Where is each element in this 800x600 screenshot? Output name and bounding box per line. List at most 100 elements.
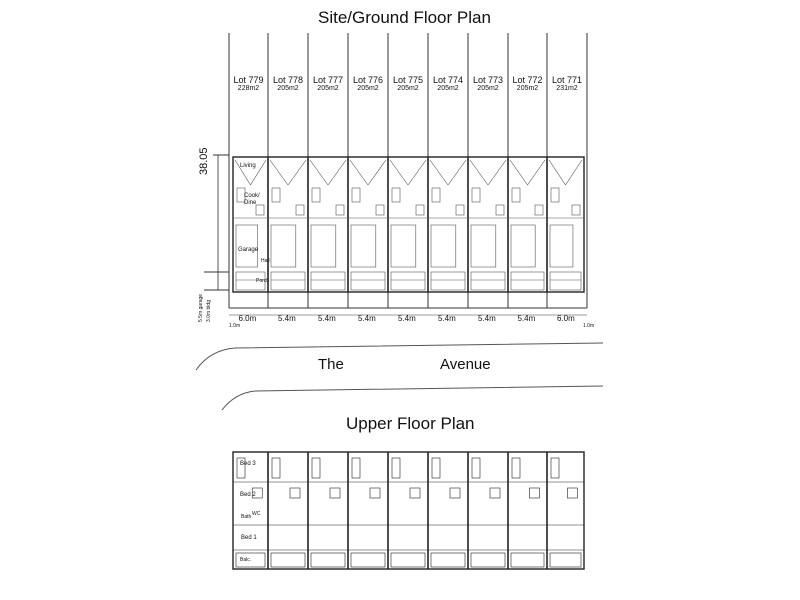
site-plan-title: Site/Ground Floor Plan [318, 8, 491, 27]
garage-setback-label: 5.5m garage [198, 293, 204, 322]
balcony [470, 552, 506, 568]
kitchen-bench [495, 204, 505, 216]
lot-name: Lot 773 [472, 75, 504, 85]
bath-fixture [409, 487, 421, 499]
balcony [430, 552, 466, 568]
bath-fixture [251, 487, 263, 499]
right-setback-label: 1.0m [583, 323, 595, 329]
garage [270, 224, 297, 268]
roof-line [269, 159, 289, 186]
lot-area: 205m2 [477, 85, 499, 92]
lot-name: Lot 774 [432, 75, 464, 85]
lot-name: Lot 772 [512, 75, 543, 85]
roof-line [469, 159, 489, 186]
garage [470, 224, 497, 268]
site-depth-label: 38.05 [198, 147, 210, 175]
lot-name: Lot 778 [272, 75, 304, 85]
garage [430, 224, 457, 268]
street-name-avenue: Avenue [440, 356, 491, 373]
roof-line [349, 159, 369, 186]
garage [510, 224, 536, 268]
upper-stair [471, 457, 481, 479]
bath-fixture [369, 487, 381, 499]
porch [510, 271, 545, 291]
roof-line [548, 159, 566, 186]
room-bath: Bath [241, 514, 252, 520]
porch [350, 271, 386, 291]
upper-stair [236, 457, 246, 479]
porch [549, 271, 582, 291]
lot-area: 231m2 [556, 85, 578, 92]
lot-width: 5.4m [438, 314, 456, 323]
room-bed1: Bed 1 [241, 535, 257, 541]
roof-line [367, 159, 387, 186]
balcony [390, 552, 426, 568]
roof-line [389, 159, 409, 186]
lot-width: 5.4m [318, 314, 336, 323]
garage [235, 224, 259, 268]
kitchen-bench [335, 204, 345, 216]
kitchen-bench [534, 204, 544, 216]
stair [351, 187, 361, 203]
stair [511, 187, 521, 203]
bath-fixture [329, 487, 341, 499]
porch [270, 271, 306, 291]
room-garage: Garage [238, 247, 259, 253]
balcony [310, 552, 346, 568]
kitchen-bench [415, 204, 425, 216]
room-bed2: Bed 2 [240, 492, 256, 498]
lot-width: 6.0m [238, 314, 257, 323]
room-balcony: Balc. [240, 557, 252, 563]
garage [310, 224, 337, 268]
lot-width: 5.4m [517, 314, 536, 323]
kitchen-bench [375, 204, 385, 216]
room-hall: Hall [261, 258, 270, 264]
lot-area: 205m2 [357, 85, 379, 92]
roof-line [487, 159, 507, 186]
roof-line [234, 159, 251, 186]
porch [470, 271, 506, 291]
garage [549, 224, 574, 268]
stair [271, 187, 281, 203]
bath-fixture [289, 487, 301, 499]
roof-line [309, 159, 329, 186]
upper-stair [431, 457, 441, 479]
roof-line [407, 159, 427, 186]
kitchen-bench [255, 204, 265, 216]
lot-area: 228m2 [237, 85, 260, 92]
garage [350, 224, 377, 268]
stair [471, 187, 481, 203]
room-bed3: Bed 3 [240, 461, 256, 467]
kitchen-bench [295, 204, 305, 216]
lot-area: 205m2 [397, 85, 419, 92]
ground-floor-building [232, 156, 585, 293]
upper-stair [550, 457, 560, 479]
room-dine: Dine [244, 200, 257, 206]
upper-stair [511, 457, 521, 479]
bath-fixture [449, 487, 461, 499]
porch [235, 271, 266, 291]
lot-width: 5.4m [358, 314, 376, 323]
roof-line [287, 159, 307, 186]
lot-name: Lot 776 [352, 75, 384, 85]
bath-fixture [567, 487, 578, 499]
upper-floor-building [232, 451, 585, 570]
balcony [549, 552, 582, 568]
kitchen-bench [571, 204, 581, 216]
stair [236, 187, 246, 203]
balcony [350, 552, 386, 568]
stair [431, 187, 441, 203]
lot-width: 6.0m [557, 314, 575, 323]
balcony [235, 552, 266, 568]
room-living: Living [240, 163, 256, 169]
upper-stair [311, 457, 321, 479]
stair [550, 187, 560, 203]
upper-stair [351, 457, 361, 479]
lot-name: Lot 771 [551, 75, 583, 85]
lot-area: 205m2 [277, 85, 299, 92]
stair [391, 187, 401, 203]
upper-stair [271, 457, 281, 479]
roof-line [565, 159, 583, 186]
street-name-the: The [318, 356, 344, 373]
